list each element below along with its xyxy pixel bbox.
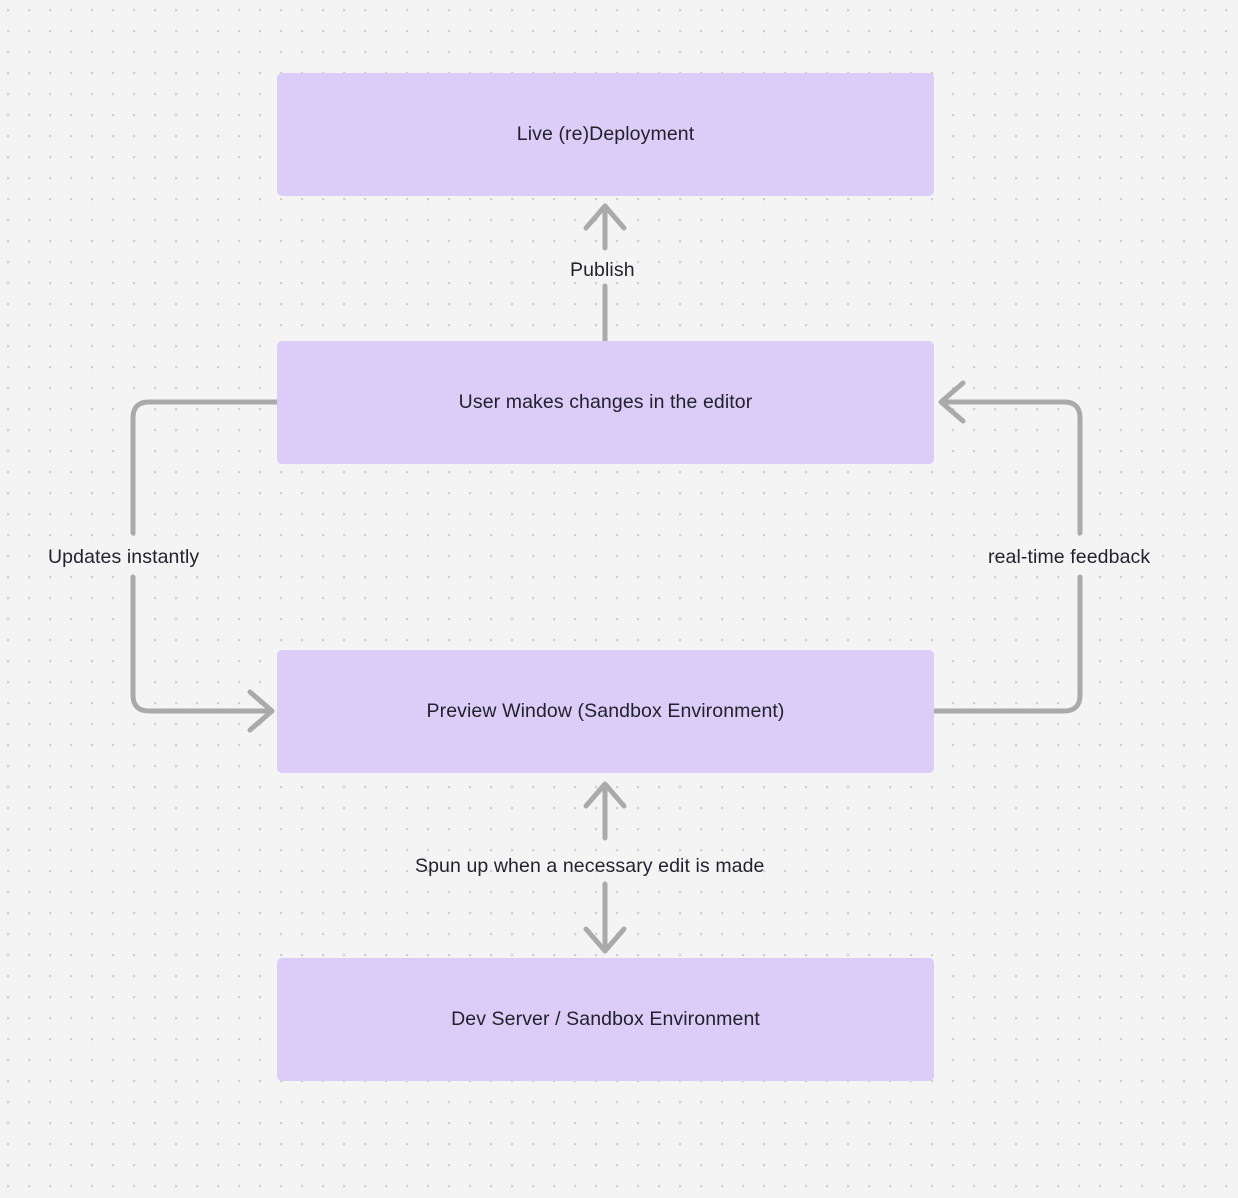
edge-label-spun-up: Spun up when a necessary edit is made: [415, 855, 765, 877]
node-dev-server[interactable]: Dev Server / Sandbox Environment: [277, 958, 934, 1081]
node-preview-window[interactable]: Preview Window (Sandbox Environment): [277, 650, 934, 773]
node-user-makes-changes[interactable]: User makes changes in the editor: [277, 341, 934, 464]
edge-label-updates-instantly: Updates instantly: [48, 546, 200, 568]
edge-label-publish: Publish: [570, 259, 635, 281]
node-live-redeployment[interactable]: Live (re)Deployment: [277, 73, 934, 196]
edge-label-real-time-feedback: real-time feedback: [988, 546, 1151, 568]
